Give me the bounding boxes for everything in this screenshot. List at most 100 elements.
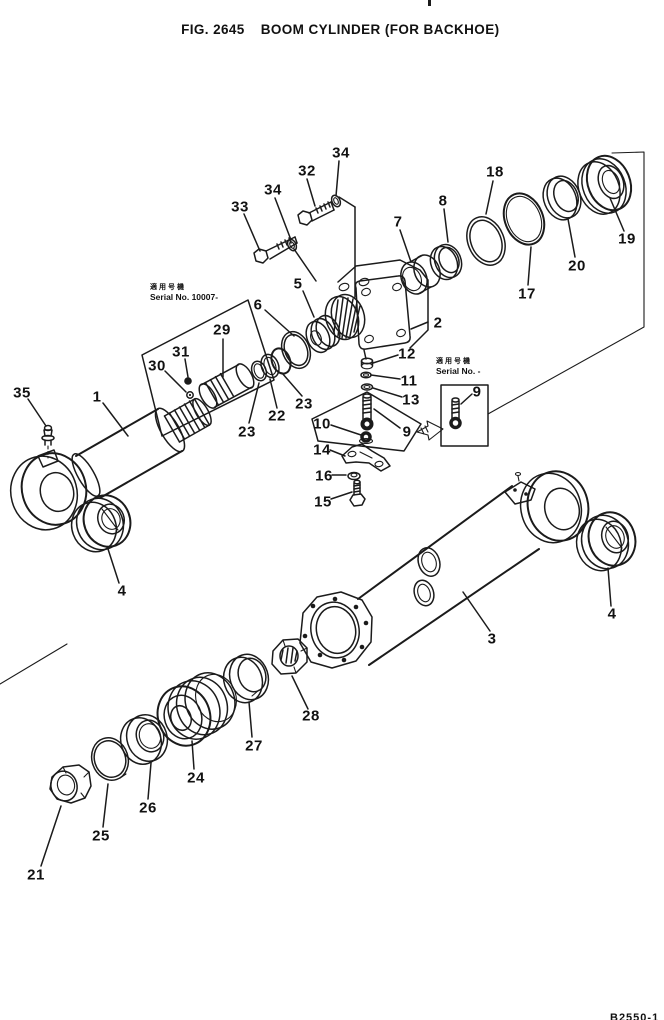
part-label-31: 31: [172, 343, 190, 361]
part-21-nut: [49, 764, 92, 804]
bolt-15-thread-hatching: [353, 484, 361, 493]
part-5-rod-bushing: [305, 314, 341, 354]
part-label-1: 1: [92, 388, 102, 406]
part-label-6: 6: [253, 296, 263, 314]
part-11-washer: [360, 371, 372, 379]
part-label-9-a: 9: [402, 423, 412, 441]
part-16-nut: [347, 471, 361, 481]
part-18-backup-ring: [466, 216, 506, 266]
part-20-ring: [542, 175, 582, 221]
part-label-7: 7: [393, 213, 403, 231]
part-label-15: 15: [314, 493, 332, 511]
part-label-25: 25: [92, 827, 110, 845]
part-label-13: 13: [402, 391, 420, 409]
valve-group-polygon: [311, 391, 422, 452]
part-31-ball: [184, 377, 192, 385]
part-34-washer-left: [286, 238, 298, 252]
part-25-ring: [90, 737, 130, 781]
head-bore-thread-hatching: [333, 297, 361, 339]
figure-number: FIG. 2645: [181, 22, 245, 37]
part-7-bushing: [400, 254, 441, 295]
part-label-29: 29: [213, 321, 231, 339]
part-6-snap-ring: [280, 330, 312, 370]
part-label-11: 11: [400, 372, 418, 390]
part-33-bolt: [253, 236, 298, 264]
part-13-seat: [360, 383, 374, 391]
nut-28-thread-hatching: [280, 647, 298, 664]
part-label-20: 20: [568, 257, 586, 275]
part-label-33: 33: [231, 198, 249, 216]
serial-note-right-en: Serial No. -: [436, 366, 481, 377]
part-22-ring: [260, 353, 280, 379]
part-label-17: 17: [518, 285, 536, 303]
part-29-valve-plug: [198, 363, 255, 409]
bolt-9-thread-hatching: [362, 399, 372, 414]
part-label-16: 16: [315, 467, 333, 485]
part-23-ring-right: [270, 347, 292, 375]
part-label-18: 18: [486, 163, 504, 181]
part-14-clamp-plate: [341, 443, 391, 472]
part-label-10: 10: [313, 415, 331, 433]
part-15-bolt: [349, 479, 366, 507]
part-3-cylinder-tube: [299, 470, 590, 669]
part-label-8: 8: [438, 192, 448, 210]
doc-code: B2550-1: [610, 1012, 660, 1020]
part-label-32: 32: [298, 162, 316, 180]
part-label-5: 5: [293, 275, 303, 293]
part-label-2: 2: [433, 314, 443, 332]
part-label-35: 35: [13, 384, 31, 402]
part-label-24: 24: [187, 769, 205, 787]
part-4-bushing-right: [575, 511, 637, 572]
bolt-9b-thread-hatching: [451, 403, 460, 414]
leader-lines: [27, 160, 625, 867]
part-label-4-a: 4: [117, 582, 127, 600]
registration-mark: [428, 0, 431, 6]
part-8-seal-ring: [429, 243, 463, 281]
part-label-19: 19: [618, 230, 636, 248]
part-label-22: 22: [268, 407, 286, 425]
serial-note-left-jp: 適用号機: [150, 284, 186, 291]
part-label-34-b: 34: [332, 144, 350, 162]
bolt-32-thread-hatching: [315, 201, 331, 214]
part-9-bolt: [360, 393, 374, 431]
part-10-nut: [358, 431, 374, 445]
serial-option-box: [440, 384, 489, 447]
group-bracket-lines: [0, 151, 645, 685]
part-12-cap: [360, 357, 374, 370]
part-9-bolt-optional: [449, 397, 462, 430]
rod-thread-hatching: [163, 398, 211, 443]
serial-note-right-jp: 適用号機: [436, 358, 472, 365]
serial-note-left: 適用号機 Serial No. 10007-: [150, 283, 218, 303]
part-label-23-a: 23: [238, 423, 256, 441]
serial-note-right: 適用号機 Serial No. -: [436, 357, 480, 377]
plug-thread-hatching: [204, 372, 235, 407]
part-label-34-a: 34: [264, 181, 282, 199]
part-label-14: 14: [313, 441, 331, 459]
part-label-3: 3: [487, 630, 497, 648]
part-28-nut: [271, 638, 308, 675]
part-27-ring: [222, 653, 270, 704]
figure-title: FIG. 2645 BOOM CYLINDER (FOR BACKHOE): [0, 7, 664, 52]
part-26-wear-ring: [119, 714, 169, 765]
part-label-4-b: 4: [607, 605, 617, 623]
part-label-9-b: 9: [472, 383, 482, 401]
part-label-27: 27: [245, 737, 263, 755]
figure-name: BOOM CYLINDER (FOR BACKHOE): [260, 22, 500, 37]
part-label-30: 30: [148, 357, 166, 375]
flange-bolt-holes: [302, 596, 369, 663]
serial-region-polygon: [141, 299, 275, 437]
part-32-bolt: [297, 201, 335, 226]
part-1-piston-rod: [9, 397, 212, 531]
part-label-21: 21: [27, 866, 45, 884]
serial-note-left-en: Serial No. 10007-: [150, 292, 219, 303]
part-34-washer-right: [330, 194, 342, 208]
part-4-bushing-left: [70, 494, 132, 553]
part-24-piston: [156, 672, 237, 747]
part-19-dust-seal: [577, 154, 633, 215]
part-label-12: 12: [398, 345, 416, 363]
part-label-26: 26: [139, 799, 157, 817]
part-35-grease-fitting: [41, 424, 55, 459]
part-2-cylinder-head: [324, 259, 429, 350]
part-30-seat: [186, 391, 194, 399]
